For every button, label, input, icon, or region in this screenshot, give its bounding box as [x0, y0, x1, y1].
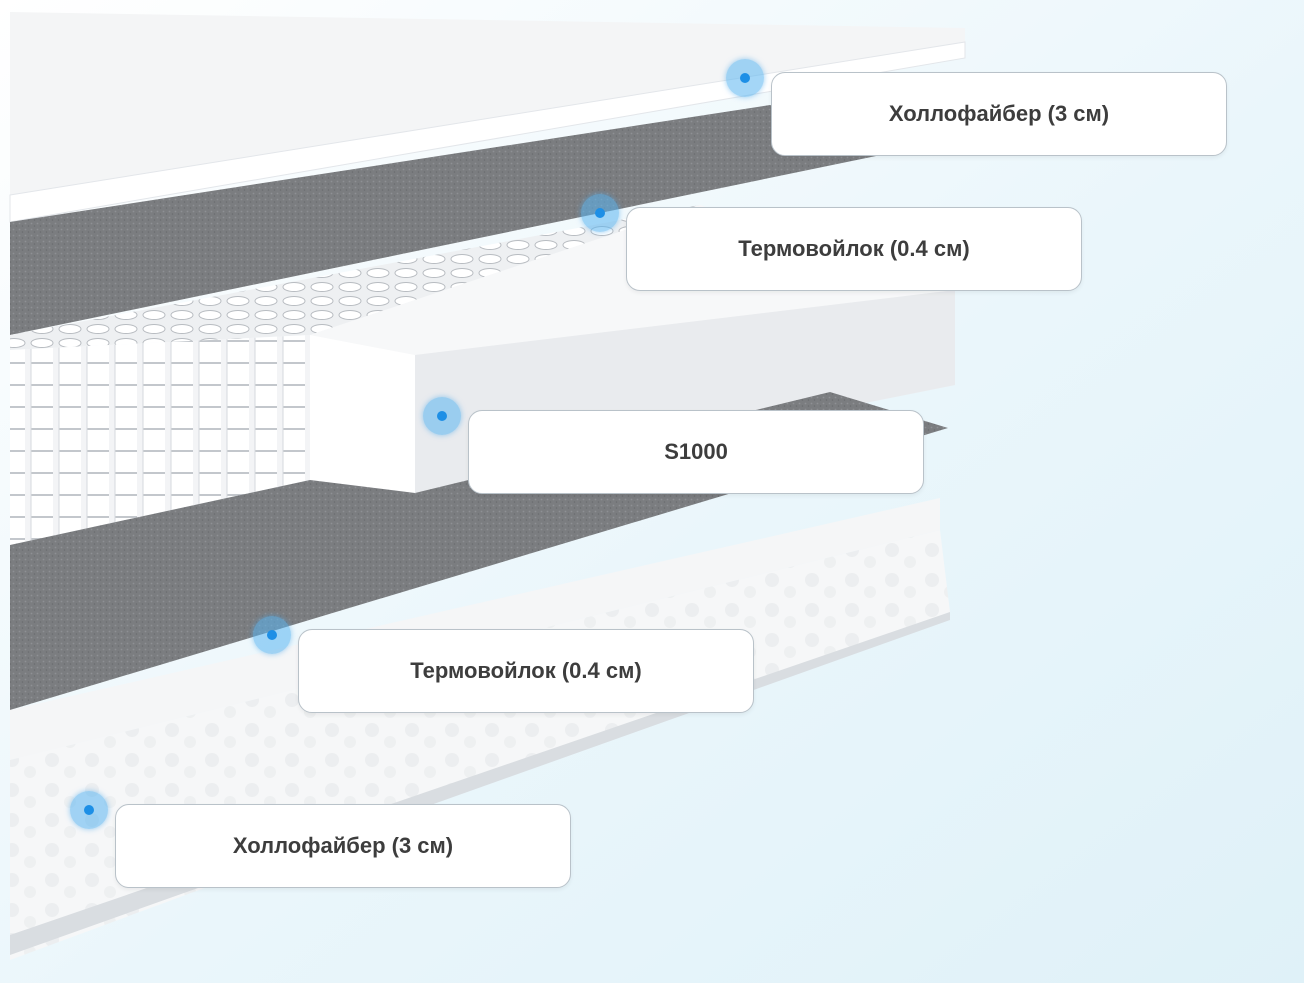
marker-dot-icon[interactable] [423, 397, 461, 435]
layer-label: Термовойлок (0.4 см) [410, 658, 641, 684]
layer-callout[interactable]: S1000 [468, 410, 924, 494]
layer-callout[interactable]: Термовойлок (0.4 см) [626, 207, 1082, 291]
marker-dot-icon[interactable] [253, 616, 291, 654]
marker-dot-icon[interactable] [70, 791, 108, 829]
marker-dot-icon[interactable] [726, 59, 764, 97]
layer-label: Холлофайбер (3 см) [233, 833, 453, 859]
layer-label: S1000 [664, 439, 728, 465]
layer-callout[interactable]: Холлофайбер (3 см) [115, 804, 571, 888]
layer-callout[interactable]: Холлофайбер (3 см) [771, 72, 1227, 156]
layer-label: Холлофайбер (3 см) [889, 101, 1109, 127]
layer-label: Термовойлок (0.4 см) [738, 236, 969, 262]
layer-callout[interactable]: Термовойлок (0.4 см) [298, 629, 754, 713]
foam-block-side [310, 335, 415, 493]
marker-dot-icon[interactable] [581, 194, 619, 232]
